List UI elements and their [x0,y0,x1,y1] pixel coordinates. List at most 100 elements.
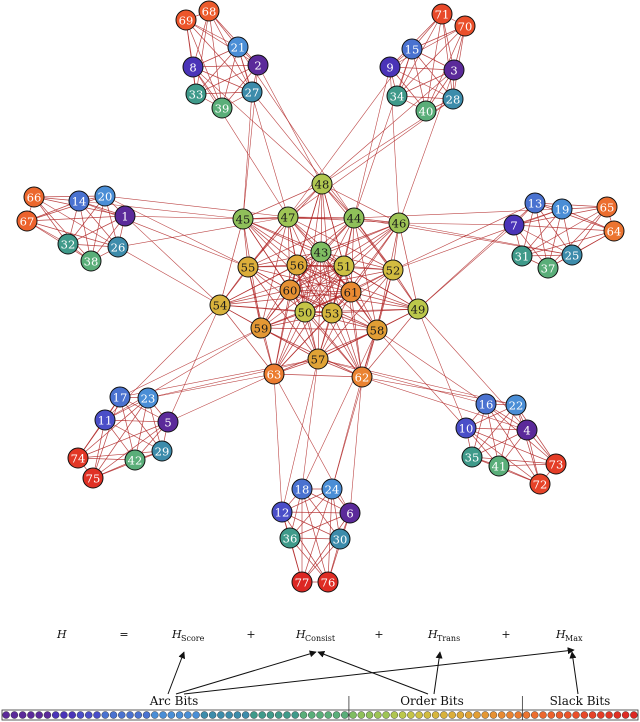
edge-20-47 [104,195,289,218]
qubit-39 [316,711,324,719]
qubit-71 [580,711,589,719]
node-circle-19 [551,198,573,220]
edge-54-56 [219,264,298,306]
edge-23-74 [77,397,149,459]
qubit-20 [159,711,167,719]
node-24: 24 [321,478,343,500]
edge-45-54 [219,218,244,306]
qubit-32 [258,711,266,719]
qubit-54 [440,711,448,719]
qubit-29 [233,711,242,719]
node-circle-65 [596,196,618,218]
node-circle-20 [94,185,116,207]
node-circle-47 [277,206,299,228]
node-22: 22 [505,394,527,416]
node-label-4: 4 [523,424,530,438]
node-circle-8 [182,56,204,78]
node-label-56: 56 [290,259,305,273]
node-36: 36 [279,527,301,549]
edge-11-59 [104,327,262,421]
node-7: 7 [503,214,525,236]
node-circle-41 [488,455,510,477]
edge-17-59 [119,327,262,398]
edge-17-75 [92,396,121,479]
qubit-61 [497,711,506,719]
node-label-46: 46 [392,217,407,231]
node-25: 25 [561,244,583,266]
node-51: 51 [333,255,355,277]
node-label-59: 59 [254,322,269,336]
edge-44-50 [304,217,355,313]
qubit-60 [489,711,498,719]
node-label-44: 44 [347,212,362,226]
node-circle-36 [279,527,301,549]
node-label-16: 16 [479,398,494,412]
node-label-67: 67 [20,215,35,229]
qubit-strip-frame [1,709,639,721]
node-label-61: 61 [344,286,359,300]
node-4: 4 [516,419,538,441]
node-label-41: 41 [492,460,507,474]
node-21: 21 [227,36,249,58]
node-circle-7 [503,214,525,236]
node-circle-9 [379,56,401,78]
node-16: 16 [475,393,497,415]
node-label-36: 36 [283,532,298,546]
edge-1-45 [124,215,244,220]
node-50: 50 [294,301,316,323]
node-label-32: 32 [61,238,76,252]
label-order-bits: Order Bits [400,694,464,708]
edge-56-59 [260,264,298,329]
qubit-58 [473,711,481,719]
qubit-48 [390,711,399,719]
qubit-17 [134,711,143,719]
qubit-7 [51,711,60,719]
node-60: 60 [279,279,301,301]
qubit-44 [357,711,366,719]
edge-20-38 [90,195,106,262]
node-circle-73 [545,453,567,475]
edge-12-63 [273,373,283,513]
edge-5-11 [104,419,169,423]
qubit-47 [382,711,390,719]
qubit-15 [118,711,126,719]
qubit-52 [423,711,432,719]
edge-11-29 [104,419,163,452]
edge-20-67 [26,195,106,222]
node-circle-62 [351,366,373,388]
edge-10-72 [465,427,541,485]
node-label-62: 62 [355,371,370,385]
node-74: 74 [67,447,89,469]
edge-62-63 [273,373,363,378]
edge-44-61 [350,217,355,293]
qubit-56 [456,711,465,719]
qubit-4 [27,711,35,719]
edge-3-9 [389,66,455,71]
edge-25-46 [398,222,573,256]
node-circle-38 [80,250,102,272]
node-circle-77 [291,571,313,593]
node-label-21: 21 [231,41,246,55]
node-circle-71 [431,3,453,25]
edge-8-48 [192,66,323,185]
edge-39-69 [185,19,223,109]
node-circle-67 [16,210,38,232]
edge-9-44 [353,66,391,219]
qubit-72 [588,711,597,719]
edge-61-62 [350,291,363,378]
edge-15-44 [353,48,413,219]
qubit-24 [192,711,200,719]
term-score: H Score [171,628,205,643]
node-label-53: 53 [325,307,340,321]
eq-plus-3: + [501,628,510,641]
node-circle-59 [250,317,272,339]
node-circle-25 [561,244,583,266]
qubit-77 [630,711,638,719]
node-label-26: 26 [111,241,126,255]
edge-18-76 [301,488,329,583]
qubit-3 [18,711,27,719]
node-label-39: 39 [215,102,230,116]
node-55: 55 [237,256,259,278]
edge-47-55 [247,216,289,268]
node-circle-75 [82,467,104,489]
